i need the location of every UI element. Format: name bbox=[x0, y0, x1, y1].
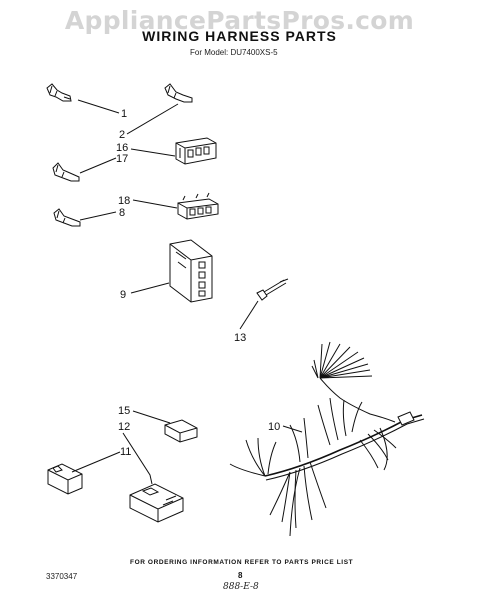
callout-17: 17 bbox=[116, 153, 128, 165]
leader-9 bbox=[130, 282, 170, 294]
part-10-wiring-harness[interactable] bbox=[229, 341, 425, 537]
callout-13: 13 bbox=[234, 332, 246, 344]
callout-18: 18 bbox=[118, 195, 130, 207]
part-2-terminal[interactable] bbox=[164, 83, 193, 103]
leader-8 bbox=[79, 211, 117, 221]
callout-8: 8 bbox=[119, 207, 125, 219]
leader-10 bbox=[282, 425, 303, 433]
document-number: 3370347 bbox=[46, 572, 78, 581]
part-11-connector[interactable] bbox=[47, 463, 83, 495]
callout-12: 12 bbox=[118, 421, 130, 433]
leader-12 bbox=[122, 432, 153, 485]
callout-1: 1 bbox=[121, 108, 127, 120]
part-17-terminal[interactable] bbox=[52, 162, 80, 182]
part-1-terminal[interactable] bbox=[46, 83, 72, 102]
part-12-connector[interactable] bbox=[129, 483, 184, 523]
part-15-connector[interactable] bbox=[164, 419, 198, 443]
page-title: WIRING HARNESS PARTS bbox=[142, 28, 337, 44]
leader-1 bbox=[77, 99, 120, 114]
part-13-pin[interactable] bbox=[256, 278, 289, 301]
page-number: 8 bbox=[238, 571, 243, 580]
watermark: AppliancePartsPros.com bbox=[64, 6, 415, 35]
model-subtitle: For Model: DU7400XS-5 bbox=[190, 48, 278, 57]
leader-15 bbox=[132, 410, 171, 424]
part-18-connector[interactable] bbox=[177, 192, 219, 220]
leader-2 bbox=[126, 103, 179, 135]
leader-13 bbox=[239, 300, 259, 330]
callout-2: 2 bbox=[119, 129, 125, 141]
ordering-note: FOR ORDERING INFORMATION REFER TO PARTS … bbox=[130, 559, 354, 566]
callout-11: 11 bbox=[120, 446, 131, 458]
leader-16 bbox=[130, 148, 176, 157]
part-8-terminal[interactable] bbox=[53, 208, 81, 227]
part-9-housing[interactable] bbox=[169, 239, 213, 303]
callout-10: 10 bbox=[268, 421, 280, 433]
handwritten-code: 888-E-8 bbox=[223, 582, 259, 592]
leader-18 bbox=[132, 199, 178, 209]
leader-17 bbox=[79, 157, 117, 174]
leader-11 bbox=[71, 451, 121, 473]
callout-15: 15 bbox=[118, 405, 130, 417]
part-16-connector[interactable] bbox=[175, 137, 217, 165]
callout-9: 9 bbox=[120, 289, 126, 301]
callout-16: 16 bbox=[116, 142, 128, 154]
